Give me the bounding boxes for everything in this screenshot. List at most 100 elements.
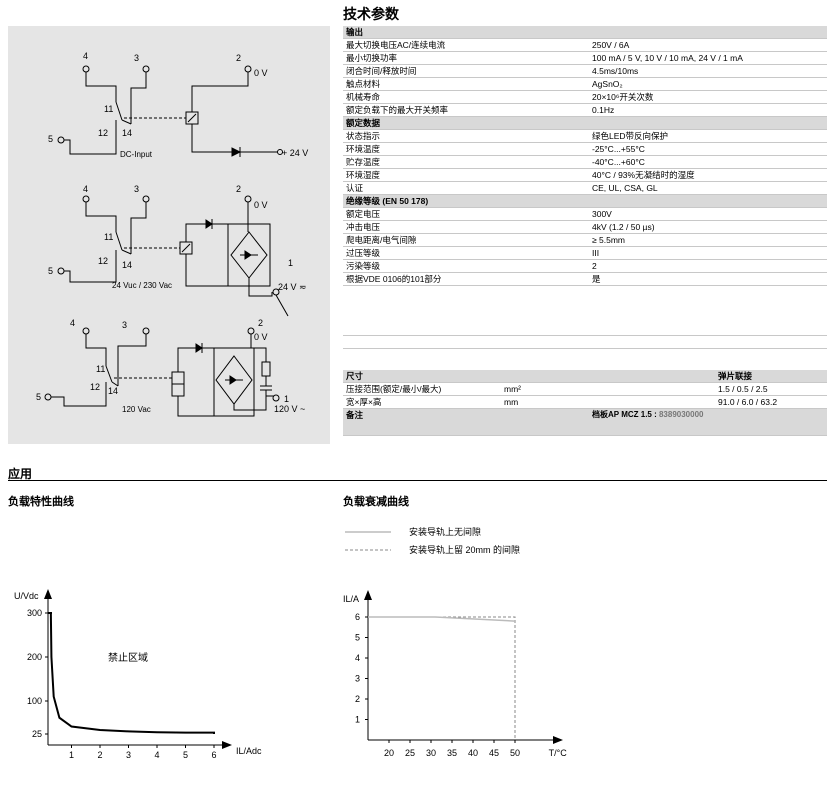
y-tick-label: 1 [355,715,360,725]
spec-value: 4kV (1.2 / 50 µs) [589,220,827,234]
circuit-1 [57,65,283,157]
x-axis-label: IL/Adc [236,746,262,756]
y-tick-label: 5 [355,633,360,643]
c1-24v: + 24 V [282,148,308,158]
legend-item: 安装导轨上留 20mm 的间隙 [409,544,520,555]
series-no-gap [368,616,516,622]
wiring-diagram-panel: 4 3 2 0 V 11 12 14 5 + 24 V DC-Input 4 3… [8,26,330,444]
c2-term-11: 11 [104,232,113,242]
circuit-3 [44,327,280,417]
c1-term-2: 2 [236,53,241,63]
y-axis-arrow [44,589,52,599]
c1-term-3: 3 [134,53,139,63]
spec-value: 250V / 6A [589,38,827,52]
legend-item: 安装导轨上无间隙 [409,526,481,537]
c3-caption: 120 Vac [122,405,151,414]
c3-term-11: 11 [96,364,105,374]
forbidden-region-label: 禁止区域 [108,651,148,664]
c1-term-14: 14 [122,128,132,138]
spec-row: 状态指示绿色LED带反向保护 [343,129,827,143]
page-title: 技术参数 [343,6,399,22]
y-tick-label: 200 [27,652,42,662]
c2-caption: 24 Vuc / 230 Vac [112,281,172,290]
c2-term-5: 5 [48,266,53,276]
spec-section-header: 绝缘等级 (EN 50 178) [343,194,827,208]
c3-term-12: 12 [90,382,100,392]
c1-term-5: 5 [48,134,53,144]
y-tick-label: 6 [355,612,360,622]
x-tick-label: 20 [384,748,394,758]
c3-term-2: 2 [258,318,263,328]
blank-row [343,335,827,349]
x-tick-label: 40 [468,748,478,758]
c2-term-14: 14 [122,260,132,270]
x-tick-label: 2 [97,750,102,760]
spec-value: 20×10⁶开关次数 [589,90,827,104]
c2-24v: 24 V ≂ [278,282,307,292]
x-tick-label: 25 [405,748,415,758]
dims-header-label: 尺寸 [343,370,501,383]
y-axis-label: U/Vdc [14,591,39,601]
y-tick-label: 100 [27,696,42,706]
c1-term-11: 11 [104,104,113,114]
y-tick-label: 4 [355,653,360,663]
spec-section-header: 额定数据 [343,116,827,130]
y-tick-label: 2 [355,694,360,704]
blank-row [343,322,827,336]
spec-label: 环境温度 [343,142,589,156]
spec-row: 根据VDE 0106的101部分是 [343,272,827,286]
load-curve [48,612,215,734]
spec-value [589,194,827,208]
spec-label: 污染等级 [343,259,589,273]
c1-term-4: 4 [83,51,88,61]
spec-value: 0.1Hz [589,103,827,117]
x-tick-label: 6 [211,750,216,760]
spec-value: 是 [589,272,827,286]
c2-0v: 0 V [254,200,268,210]
spec-label: 额定电压 [343,207,589,221]
spec-value: -40°C...+60°C [589,155,827,169]
c2-term-12: 12 [98,256,108,266]
y-tick-label: 25 [32,729,42,739]
spec-value: 2 [589,259,827,273]
x-axis-label: T/°C [549,748,568,758]
spec-row: 环境温度-25°C...+55°C [343,142,827,156]
x-tick-label: 5 [183,750,188,760]
x-tick-label: 35 [447,748,457,758]
dims-row-label: 宽×厚×高 [343,395,501,409]
spec-label: 绝缘等级 (EN 50 178) [343,194,589,208]
divider [8,480,827,481]
c1-term-12: 12 [98,128,108,138]
c2-term-3: 3 [134,184,139,194]
spec-label: 认证 [343,181,589,195]
x-tick-label: 30 [426,748,436,758]
spec-value: 300V [589,207,827,221]
spec-label: 额定负载下的最大开关频率 [343,103,589,117]
spec-value: 40°C / 93%无凝结时的湿度 [589,168,827,182]
dims-row-unit: mm² [501,382,589,396]
spec-label: 机械寿命 [343,90,589,104]
spec-row: 爬电距离/电气间隙≥ 5.5mm [343,233,827,247]
c3-0v: 0 V [254,332,268,342]
chart-right-legend: 安装导轨上无间隙 安装导轨上留 20mm 的间隙 [345,526,520,555]
spec-value [589,116,827,130]
spec-value: -25°C...+55°C [589,142,827,156]
spec-label: 冲击电压 [343,220,589,234]
c3-term-5: 5 [36,392,41,402]
c3-term-1: 1 [284,394,289,404]
spec-label: 最大切换电压AC/连续电流 [343,38,589,52]
c3-term-14: 14 [108,386,118,396]
spec-value: 绿色LED带反向保护 [589,129,827,143]
c2-term-4: 4 [83,184,88,194]
spec-label: 输出 [343,26,589,39]
spec-label: 状态指示 [343,129,589,143]
chart-right-title: 负载衰减曲线 [343,496,409,508]
spec-label: 环境湿度 [343,168,589,182]
